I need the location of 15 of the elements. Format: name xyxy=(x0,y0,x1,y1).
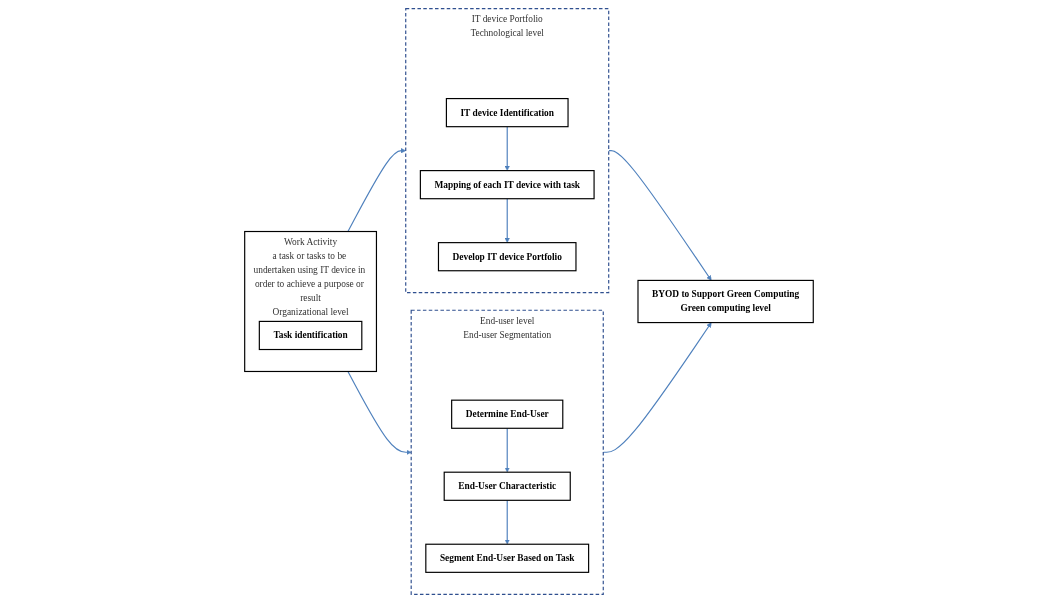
arrow xyxy=(504,126,510,171)
arrow xyxy=(504,198,510,243)
arrow xyxy=(504,427,510,473)
node-box: Develop IT device Portfolio xyxy=(437,242,577,272)
arrow xyxy=(504,499,510,545)
node-box: End-User Characteristic xyxy=(443,471,571,501)
node-box: IT device Identification xyxy=(445,98,569,128)
arrow xyxy=(347,370,412,455)
node-box: Mapping of each IT device with task xyxy=(419,170,595,200)
node-box: BYOD to Support Green Computing Green computing level xyxy=(637,279,814,324)
arrow xyxy=(347,148,406,233)
arrow xyxy=(608,150,712,281)
node-box: Segment End-User Based on Task xyxy=(425,543,590,573)
node-box: Task identification xyxy=(258,320,363,351)
node-box: Determine End-User xyxy=(451,399,564,429)
